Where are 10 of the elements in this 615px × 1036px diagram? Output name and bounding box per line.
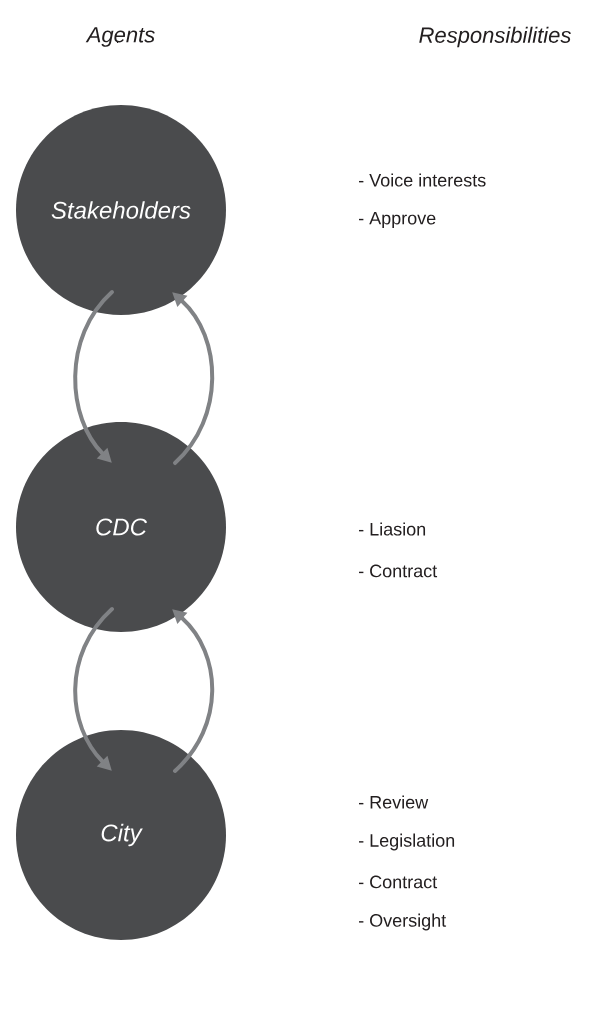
responsibility-item: - Voice interests	[359, 173, 486, 187]
responsibility-item: - Oversight	[359, 913, 447, 931]
responsibility-item: - Contract	[359, 564, 438, 578]
responsibility-item: - Contract	[359, 875, 438, 889]
column-heading: Responsibilities	[419, 26, 571, 48]
responsibility-item: - Liasion	[359, 522, 426, 536]
responsibility-item: - Review	[359, 795, 429, 809]
responsibility-item: - Approve	[359, 211, 436, 229]
column-heading: Agents	[85, 27, 155, 47]
responsibility-item: - Legislation	[359, 833, 455, 851]
